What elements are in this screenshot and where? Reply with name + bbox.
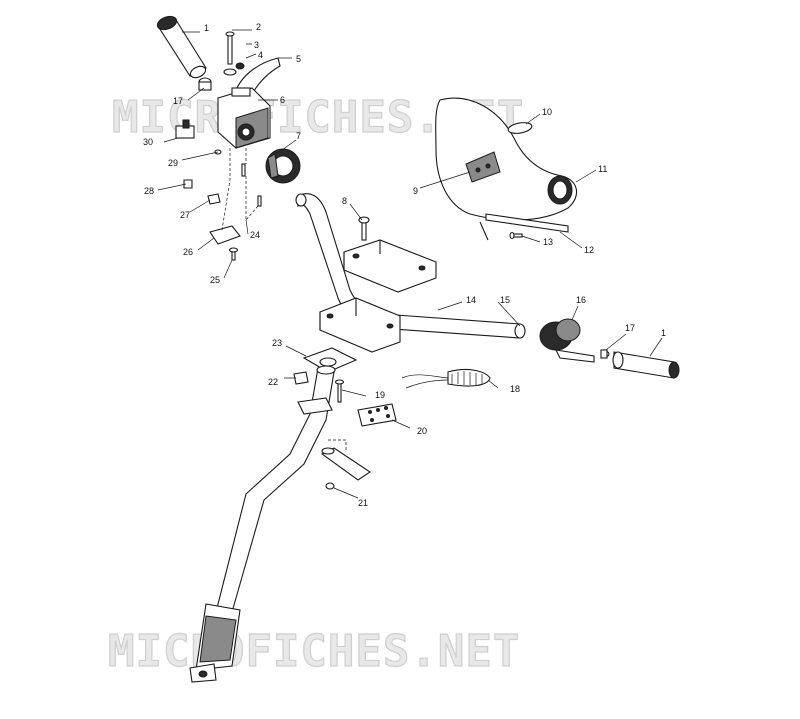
watermark-bottom: MICROFICHES.NET	[108, 626, 520, 677]
bracket-20	[357, 403, 397, 427]
screw-24b	[257, 195, 262, 207]
bolt-8	[358, 216, 370, 241]
callout-2: 2	[256, 22, 261, 32]
pad-strap-12	[485, 213, 569, 233]
steering-plate-23	[302, 347, 358, 373]
callout-23: 23	[272, 338, 282, 348]
callout-22: 22	[268, 377, 278, 387]
throttle-assembly-16	[539, 318, 595, 363]
left-bar-end	[198, 77, 212, 91]
steering-post	[189, 365, 336, 683]
callout-9: 9	[413, 186, 418, 196]
callout-29: 29	[168, 158, 178, 168]
callout-20: 20	[417, 426, 427, 436]
leader-lines	[157, 29, 663, 499]
callout-8: 8	[342, 196, 347, 206]
callout-4: 4	[258, 50, 263, 60]
clip-27	[207, 193, 221, 205]
callout-27: 27	[180, 210, 190, 220]
switch-30	[175, 119, 195, 139]
screw-13	[509, 231, 523, 240]
callout-10: 10	[542, 107, 552, 117]
nut-21	[325, 482, 335, 490]
callout-13: 13	[543, 237, 553, 247]
left-grip	[156, 15, 207, 79]
nut-28	[183, 179, 193, 189]
callout-3: 3	[254, 40, 259, 50]
callout-15: 15	[500, 295, 510, 305]
callout-25: 25	[210, 275, 220, 285]
callout-18: 18	[510, 384, 520, 394]
callout-14: 14	[466, 295, 476, 305]
bolt-19	[334, 379, 345, 403]
callout-16: 16	[576, 295, 586, 305]
handlebar-pad-11	[435, 97, 578, 221]
sleeve-21	[320, 447, 371, 481]
callout-21: 21	[358, 498, 368, 508]
callout-1-left: 1	[204, 23, 209, 33]
throttle-housing-6	[217, 87, 271, 149]
nut-22	[293, 371, 309, 385]
callout-12: 12	[584, 245, 594, 255]
bracket-26	[209, 225, 241, 245]
pad-cap-10	[507, 122, 533, 134]
callout-28: 28	[144, 186, 154, 196]
callout-11: 11	[598, 164, 607, 174]
callout-5: 5	[296, 54, 301, 64]
right-grip-1	[612, 351, 680, 379]
nut-4	[235, 62, 245, 70]
callout-26: 26	[183, 247, 193, 257]
callout-6: 6	[280, 95, 285, 105]
upper-clamp	[343, 239, 437, 293]
switch-clamp-7	[265, 148, 301, 184]
washer-3	[223, 68, 237, 76]
cable-18	[401, 369, 491, 389]
lower-clamp	[319, 297, 401, 353]
callout-labels: 1 2 3 4 5 6 7 8 9 10 11 12 13 14 15 16 1…	[143, 22, 666, 508]
screw-24a	[241, 163, 246, 177]
callout-17-left: 17	[173, 96, 183, 106]
callout-17-right: 17	[625, 323, 635, 333]
callout-7: 7	[296, 131, 301, 141]
callout-24: 24	[250, 230, 260, 240]
callout-19: 19	[375, 390, 385, 400]
callout-30: 30	[143, 137, 153, 147]
screw-25	[228, 247, 239, 261]
bolt-2	[225, 31, 235, 65]
callout-1-right: 1	[661, 328, 666, 338]
right-bar-end-17	[600, 349, 610, 359]
